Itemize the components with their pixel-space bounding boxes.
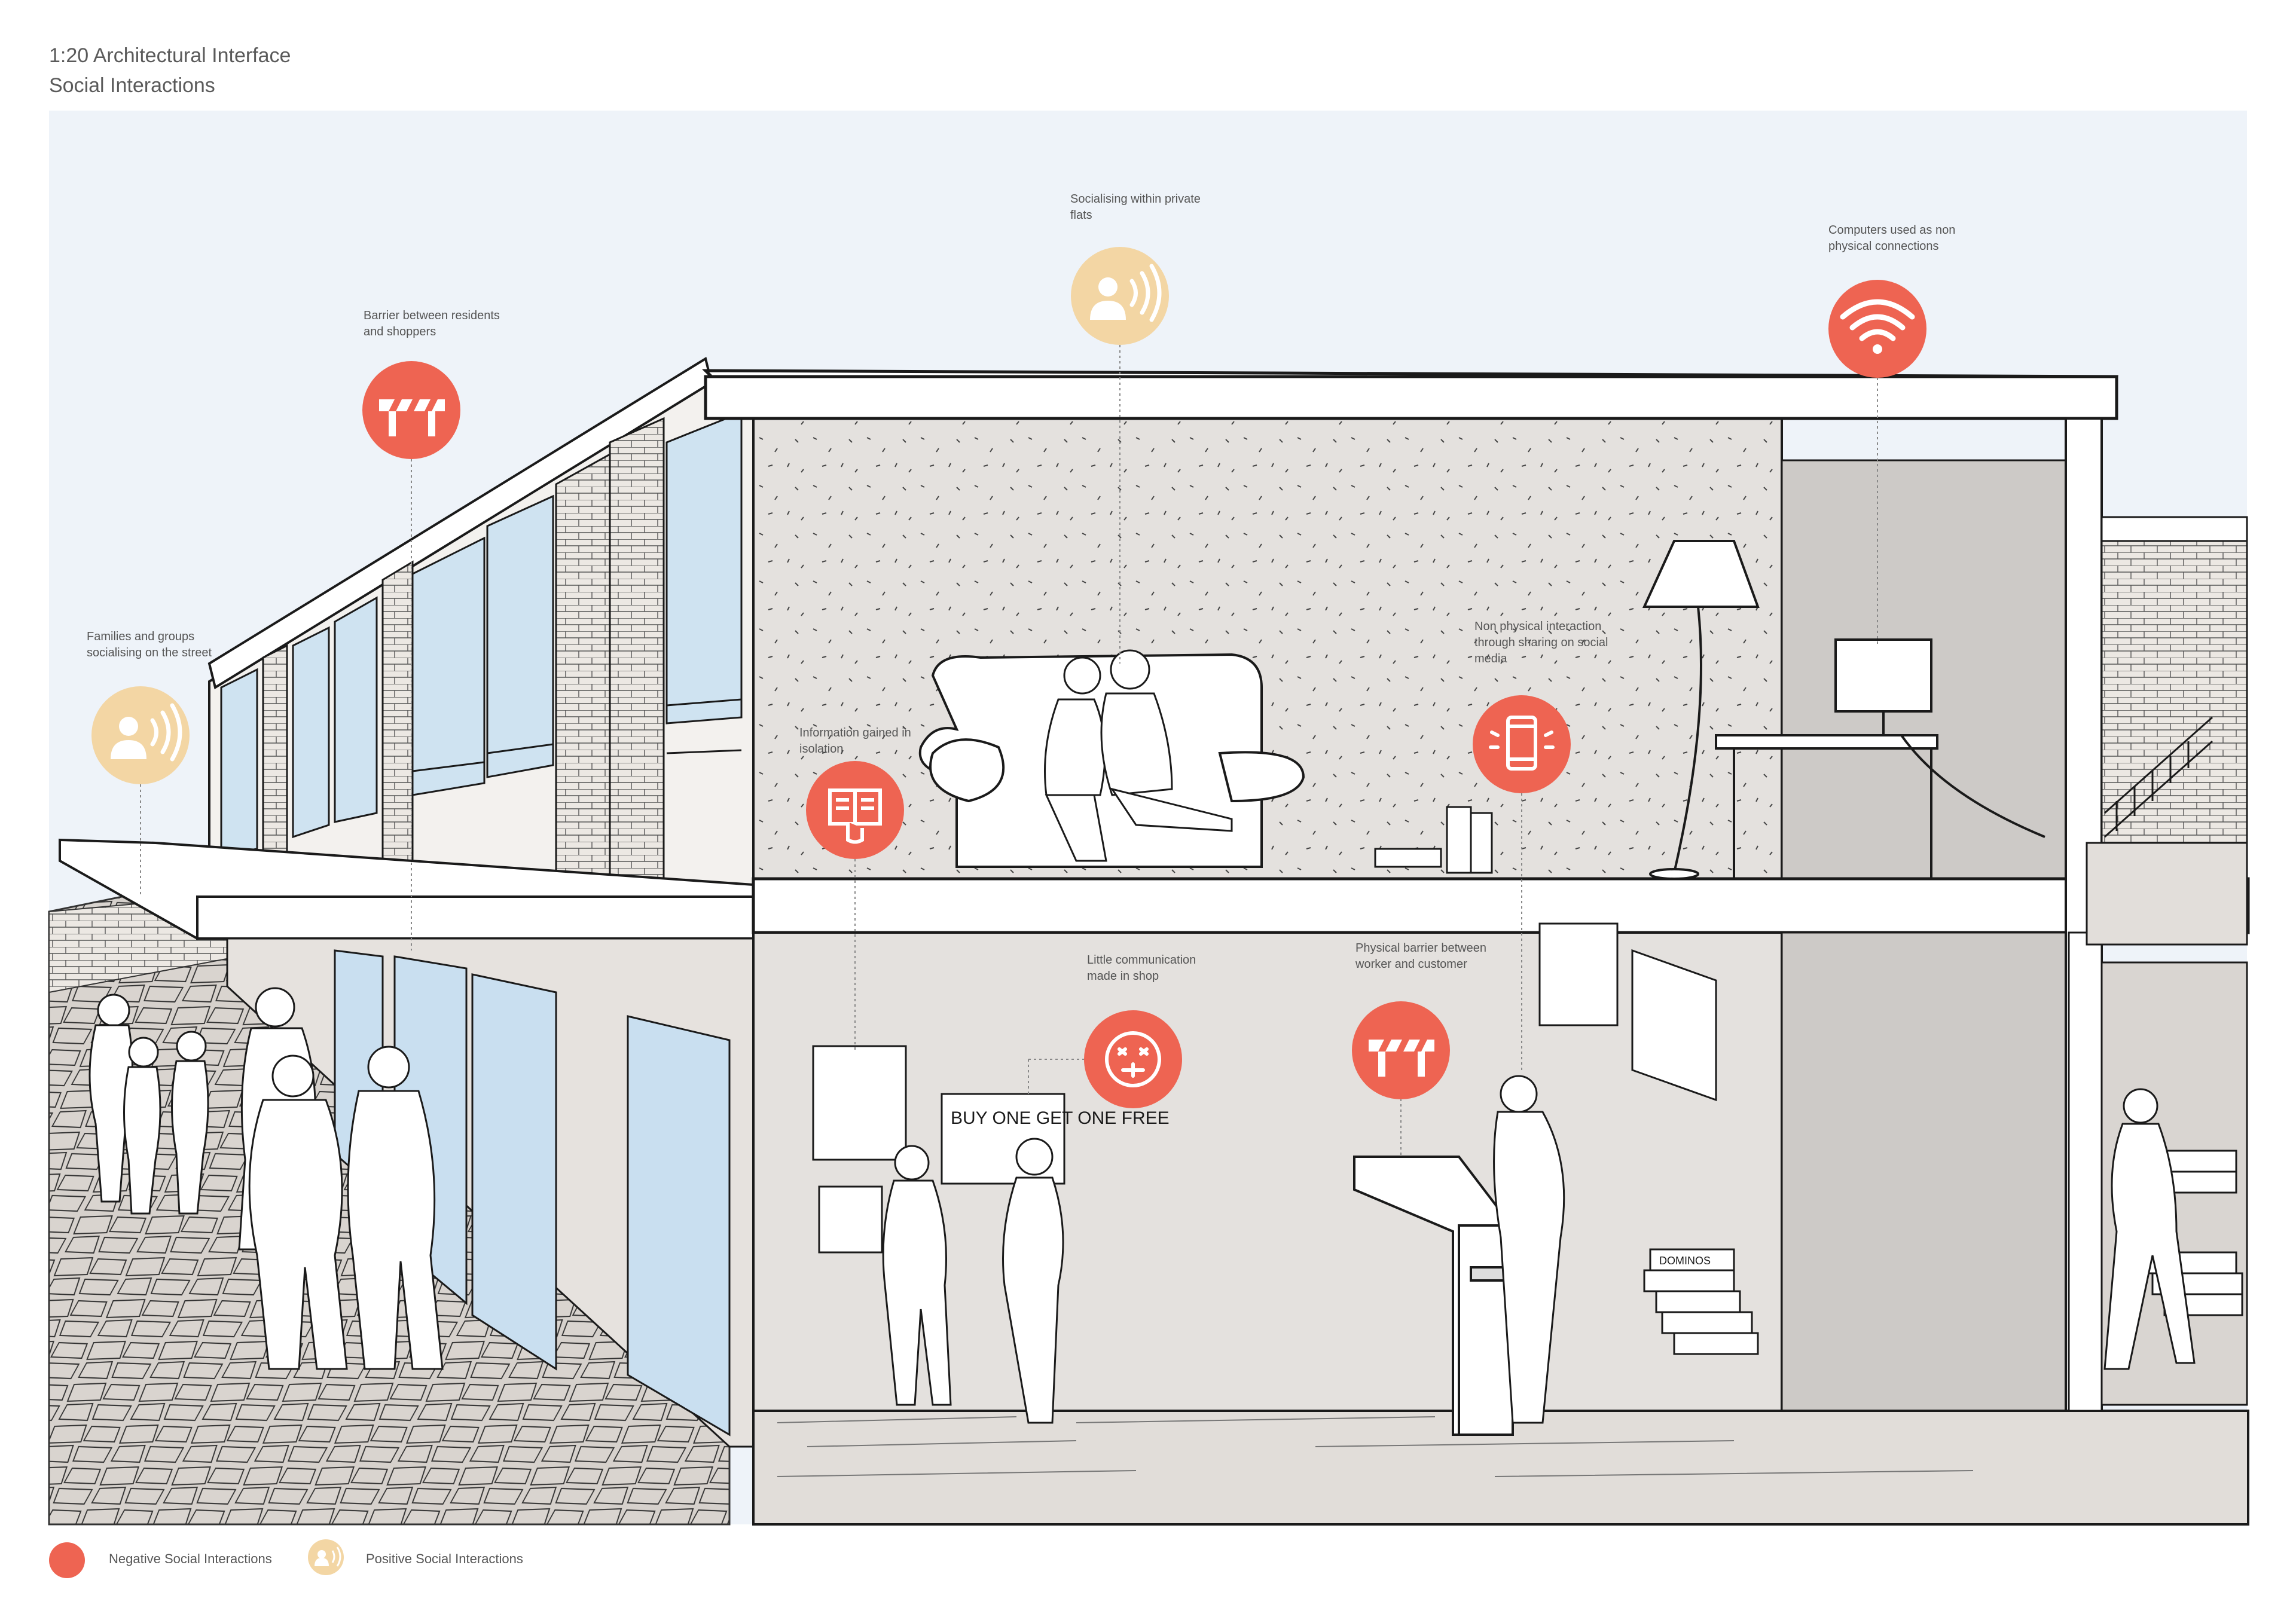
callout-label-social-media: Non physical interaction through sharing… (1474, 620, 1608, 665)
barrier-icon (379, 399, 445, 436)
barrier-icon (1369, 1040, 1434, 1077)
neighbour-balcony (2086, 842, 2248, 946)
notice-board (812, 922, 1717, 1254)
positive-circle (1071, 247, 1169, 345)
computer-monitor (1834, 638, 2045, 838)
callout-icon-information-isolation (806, 761, 904, 859)
page-title: 1:20 Architectural Interface (49, 44, 291, 67)
callout-icon-social-media (1473, 695, 1571, 793)
callout-label-information-isolation: Information gained in isolation (799, 726, 911, 756)
desk (1715, 734, 1938, 879)
negative-circle (1828, 280, 1926, 378)
neighbour-wall (2100, 519, 2248, 844)
callout-icon-families (91, 686, 190, 784)
column-lower (2068, 931, 2103, 1412)
callout-label-socialising-flats: Socialising within private flats (1070, 192, 1201, 222)
smartphone-icon (1489, 716, 1555, 771)
callout-icon-worker-barrier (1352, 1001, 1450, 1099)
box-label: DOMINOS (1659, 1255, 1711, 1267)
books (1374, 806, 1493, 874)
callout-label-worker-barrier: Physical barrier between worker and cust… (1355, 942, 1486, 971)
legend-negative-label: Negative Social Interactions (109, 1551, 272, 1566)
canopy-fascia (196, 895, 755, 940)
negative-circle (1473, 695, 1571, 793)
upper-floor-room (752, 417, 1783, 886)
neighbour-roof (2100, 516, 2248, 542)
callout-icon-socialising-flats (1071, 247, 1169, 345)
brick-pier (381, 560, 414, 880)
brick-pier (262, 644, 288, 880)
floor-slab (752, 877, 2250, 934)
callout-label-families: Families and groups socialising on the s… (87, 630, 212, 659)
brick-pier (555, 453, 611, 880)
callout-label-computers: Computers used as non physical connectio… (1828, 224, 1956, 253)
callout-label-barrier-residents: Barrier between residents and shoppers (364, 309, 500, 338)
legend-positive-swatch (308, 1539, 344, 1575)
poster-text: BUY ONE GET ONE FREE (951, 1108, 1170, 1128)
brick-pier (609, 417, 665, 880)
positive-circle (91, 686, 190, 784)
callout-icon-computers (1828, 280, 1926, 378)
speaking-person-icon (111, 703, 182, 762)
couple-figures (1044, 649, 1233, 862)
staircase (2104, 716, 2213, 838)
ground-floor-recess (1781, 931, 2070, 1442)
floor-tiles (777, 1416, 1974, 1477)
roof-overhang (704, 375, 2118, 420)
legend-negative-swatch (49, 1542, 85, 1578)
speaking-person-icon (1090, 264, 1162, 322)
page-subtitle: Social Interactions (49, 74, 215, 97)
callout-icon-barrier-residents (362, 361, 460, 459)
upper-windows (220, 411, 743, 856)
wifi-icon (1840, 299, 1915, 354)
negative-circle (1084, 1010, 1182, 1108)
frustrated-face-icon (1105, 1031, 1161, 1087)
callout-icon-little-communication (1084, 1010, 1182, 1108)
shop-figures (882, 1075, 2196, 1424)
touch-screen-icon (828, 788, 882, 844)
street-figures (88, 987, 444, 1370)
floor-lamp (1642, 540, 1760, 880)
legend-positive-label: Positive Social Interactions (366, 1551, 523, 1566)
callout-label-little-communication: Little communication made in shop (1087, 953, 1196, 983)
